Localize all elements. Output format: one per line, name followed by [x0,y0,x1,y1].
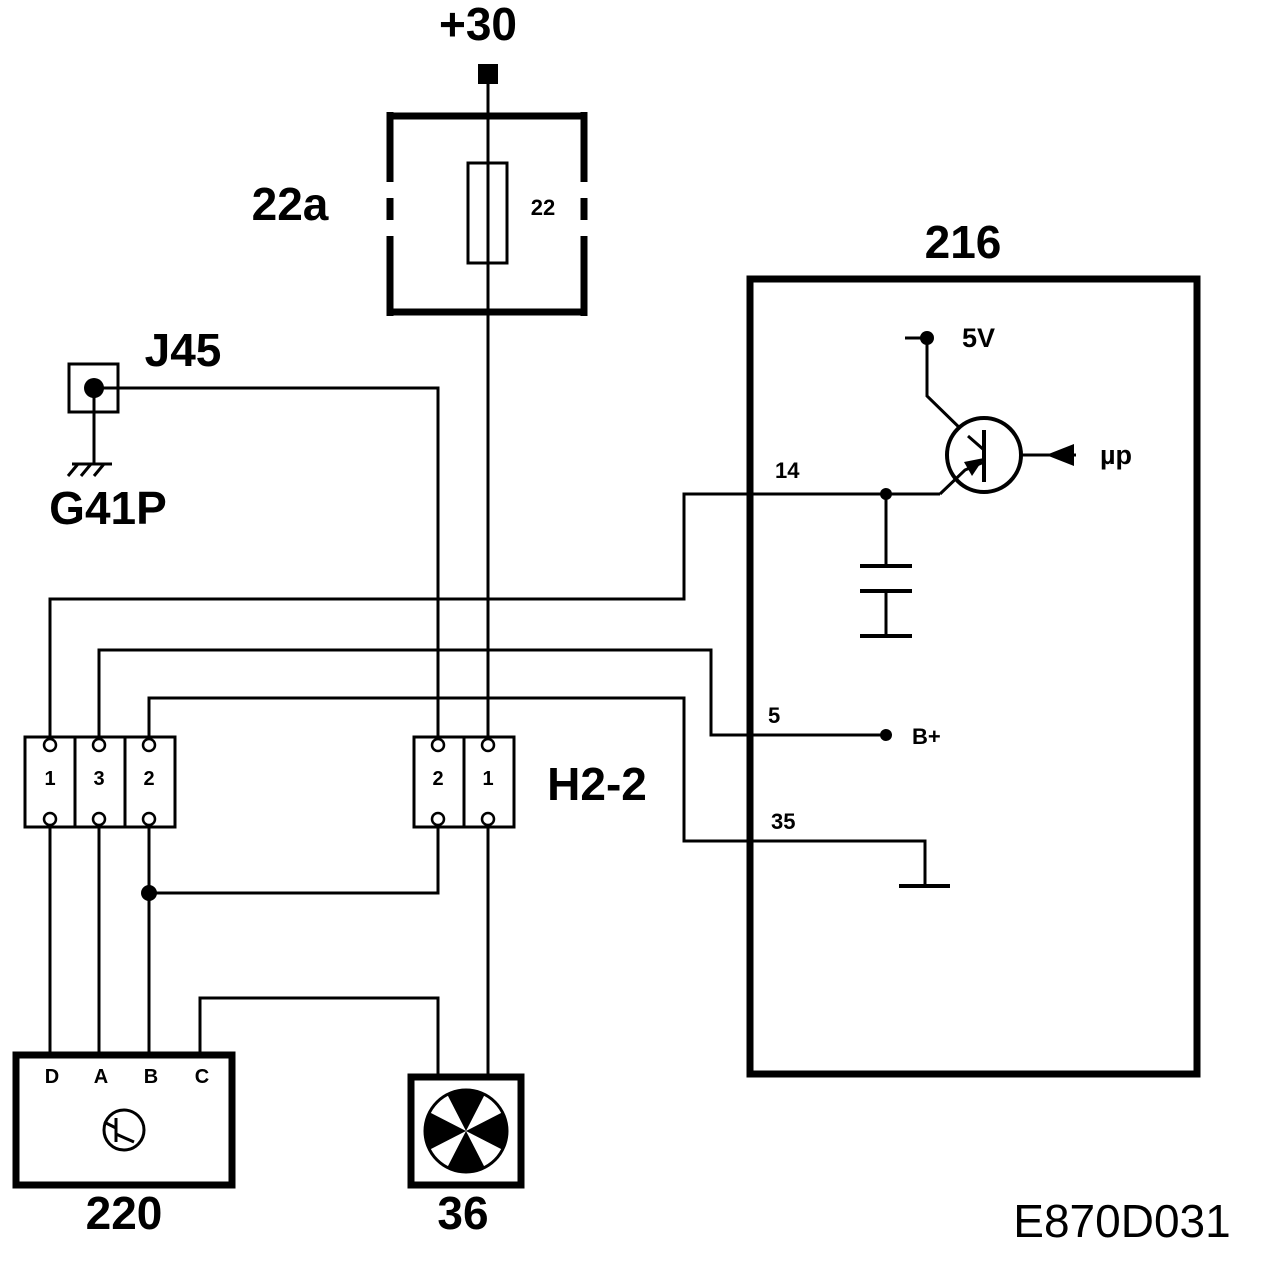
wire-5v-collector [925,338,970,438]
connector-left-pin2-top [141,737,157,753]
connector-left-pin-label: 1 [44,768,55,790]
jack-label: J45 [145,324,222,376]
pin-14-label: 14 [775,458,800,483]
module-label: 216 [925,216,1002,268]
connector-h2-2-pin1-top [480,737,496,753]
fan-icon [423,1088,509,1174]
connector-h2-2-pin2-top [430,737,446,753]
connector-h2-2-pin2-bottom [430,811,446,827]
pin-35-label: 35 [771,809,795,834]
connector-left-pin-label: 2 [143,768,154,790]
wire-sensor-b-to-h2-pin2 [149,825,440,895]
wire-connector2-to-pin35 [147,696,927,886]
sensor-transistor-emitter [115,1132,135,1144]
connector-left-pin1-bottom [42,811,58,827]
wire-jack-to-h2-pin2 [94,386,440,740]
wire-connector1-to-pin14 [48,492,940,740]
wire-connector3-to-pin5 [97,648,886,740]
connector-left-pin-label: 3 [93,768,104,790]
sensor-transistor-collector [103,1120,117,1130]
input-arrow-icon [1046,444,1074,466]
connector-h2-2-pin-label: 2 [432,768,443,790]
connector-left-pin1-top [42,737,58,753]
sensor-transistor-icon [102,1108,146,1152]
connector-left-pin3-bottom [91,811,107,827]
transistor-collector [967,434,985,452]
module-input-label: µp [1100,440,1132,470]
supply-label: +30 [439,0,517,50]
sensor-pin-label: B [144,1066,158,1088]
connector-left-pin2-bottom [141,811,157,827]
fan-blade-left [424,1112,466,1150]
fuse-label: 22 [531,195,555,220]
ground-label: G41P [49,482,167,534]
drawing-code: E870D031 [1013,1195,1230,1247]
sensor-label: 220 [86,1187,163,1239]
pin-5-label: 5 [768,703,780,728]
connector-left-pin3-top [91,737,107,753]
connector-h2-2: 2 1 [412,735,516,829]
connector-h2-2-pin1-bottom [480,811,496,827]
supply-terminal [478,64,498,84]
sensor-transistor-body [102,1108,146,1152]
connector-left: 1 3 2 [23,735,177,829]
fan-blade-bottom [447,1131,485,1173]
fan-blade-top [447,1089,485,1131]
ground-symbol [66,462,112,477]
ground-hatch-1 [66,463,80,477]
sensor-pin-label: C [195,1066,209,1088]
fan-label: 36 [437,1187,488,1239]
b-plus-label: B+ [912,724,941,749]
module-supply-label: 5V [962,323,995,353]
ground-hatch-3 [92,463,106,477]
connector-h2-2-label: H2-2 [547,758,647,810]
sensor-pin-label: D [45,1066,59,1088]
connector-h2-2-pin-label: 1 [482,768,493,790]
fan-blade-right [466,1112,508,1150]
fuse-box-label: 22a [252,178,329,230]
emitter-arrow [964,458,984,476]
wire-sensor-c-to-fan [198,996,440,1077]
sensor-pin-label: A [94,1066,108,1088]
junction-node [141,885,157,901]
b-plus-node [880,729,892,741]
module-216 [746,275,1201,1078]
ground-hatch-2 [79,463,93,477]
